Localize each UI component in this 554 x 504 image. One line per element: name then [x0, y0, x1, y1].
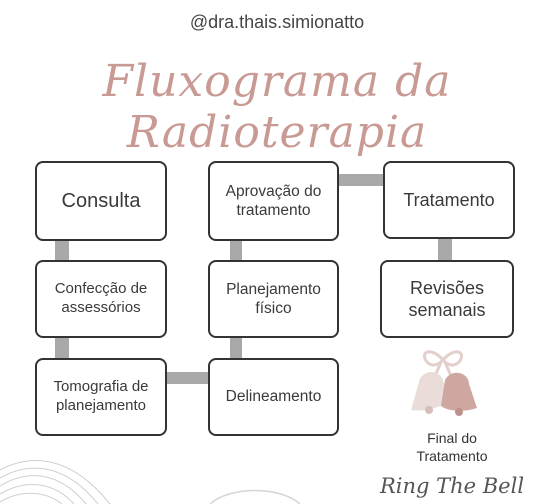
node-delineamento: Delineamento: [208, 358, 339, 436]
node-label: Delineamento: [225, 388, 322, 406]
node-tratamento: Tratamento: [383, 161, 515, 239]
node-planejamento: Planejamento físico: [208, 260, 339, 338]
connector-planejamento-aprovacao: [230, 240, 242, 262]
page-title: Fluxograma da Radioterapia: [102, 56, 452, 158]
node-label: Tomografia de planejamento: [53, 378, 149, 414]
bells-icon: [411, 350, 477, 416]
ring-the-bell-text: Ring The Bell: [379, 474, 525, 498]
decorative-arc: [210, 489, 300, 504]
author-handle: @dra.thais.simionatto: [189, 12, 365, 32]
connector-tratamento-revisoes: [438, 238, 452, 262]
node-aprovacao: Aprovação do tratamento: [208, 161, 339, 241]
node-consulta: Consulta: [35, 161, 167, 241]
connector-aprovacao-tratamento: [337, 174, 385, 186]
connector-confeccao-tomografia: [55, 337, 69, 359]
node-label: Planejamento físico: [226, 280, 321, 317]
node-label: Confecção de assessórios: [54, 280, 148, 316]
connector-delineamento-planejamento: [230, 336, 242, 360]
connector-consulta-confeccao: [55, 240, 69, 262]
node-label: Revisões semanais: [408, 277, 486, 321]
node-label: Aprovação do tratamento: [225, 182, 322, 219]
node-confeccao: Confecção de assessórios: [35, 260, 167, 338]
node-label: Tratamento: [403, 189, 495, 210]
node-revisoes: Revisões semanais: [380, 260, 514, 338]
node-tomografia: Tomografia de planejamento: [35, 358, 167, 436]
connector-tomografia-delineamento: [166, 372, 210, 384]
final-label: Final do Tratamento: [416, 430, 488, 464]
node-label: Consulta: [61, 189, 141, 212]
decorative-swirl: [0, 460, 111, 504]
